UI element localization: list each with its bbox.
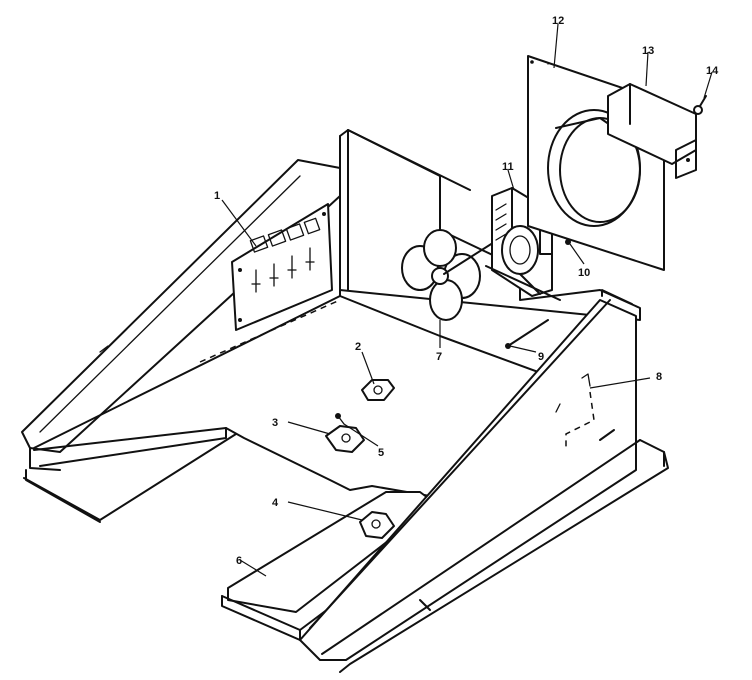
callout-labels: 1 2 3 4 5 6 7 8 9 10 11 12 13 14: [214, 15, 719, 567]
callout-13: 13: [642, 45, 654, 57]
callout-8: 8: [656, 371, 662, 383]
thermostat-3: [325, 425, 365, 453]
callout-2: 2: [355, 341, 361, 353]
screw: [693, 95, 707, 115]
callout-7: 7: [436, 351, 442, 363]
callout-1: 1: [214, 190, 220, 202]
control-panel: [231, 203, 333, 331]
callout-12: 12: [552, 15, 564, 27]
thermostat-2: [361, 379, 395, 401]
screw-5: [335, 413, 345, 425]
callout-10: 10: [578, 267, 590, 279]
callout-11: 11: [502, 161, 514, 173]
callout-5: 5: [378, 447, 384, 459]
mounting-rod: [505, 319, 549, 349]
callout-6: 6: [236, 555, 242, 567]
screw-small: [565, 239, 571, 245]
duct-bracket: [607, 83, 697, 179]
thermostat-4: [359, 511, 395, 539]
callout-9: 9: [538, 351, 544, 363]
callout-14: 14: [706, 65, 719, 77]
callout-4: 4: [272, 497, 279, 509]
callout-3: 3: [272, 417, 278, 429]
leader-lines: [221, 23, 713, 577]
